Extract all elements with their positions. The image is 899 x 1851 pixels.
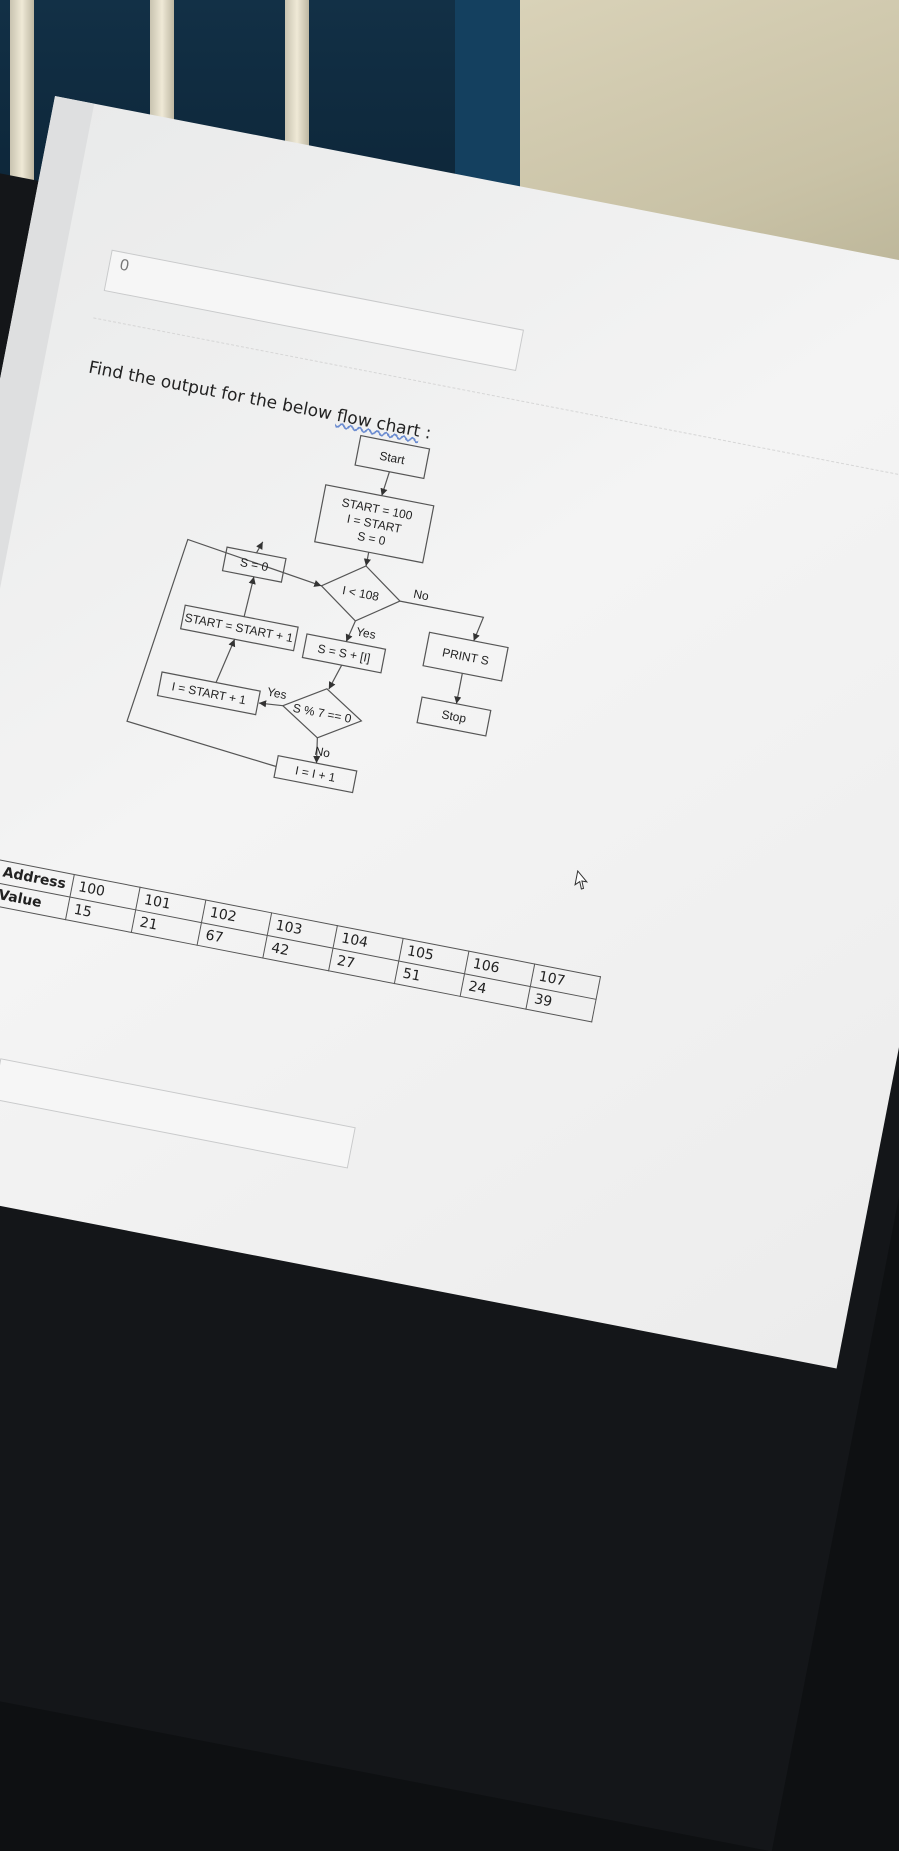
flowchart: Start START = 100 I = START S = 0 I < 10… bbox=[126, 434, 509, 794]
reset-s-label: S = 0 bbox=[239, 555, 270, 574]
window-bar bbox=[10, 0, 34, 200]
cond1-no-label: No bbox=[412, 587, 430, 604]
mouse-cursor-icon bbox=[574, 869, 589, 890]
start-label: Start bbox=[378, 449, 406, 468]
advance-start-box bbox=[179, 604, 299, 652]
init-line-3: S = 0 bbox=[356, 529, 387, 548]
stop-label: Stop bbox=[440, 707, 467, 726]
laptop-screen: 0 Find the output for the below flow cha… bbox=[0, 96, 899, 1369]
cond1-label: I < 108 bbox=[341, 583, 380, 604]
cond1-yes-label: Yes bbox=[355, 624, 377, 641]
reset-i-label: I = START + 1 bbox=[171, 679, 248, 707]
cond1-diamond bbox=[320, 565, 401, 622]
reset-i-box bbox=[156, 671, 261, 716]
increment-label: I = I + 1 bbox=[294, 763, 337, 785]
cond2-yes-label: Yes bbox=[266, 685, 288, 702]
print-label: PRINT S bbox=[441, 645, 490, 668]
cond2-no-label: No bbox=[314, 744, 332, 761]
